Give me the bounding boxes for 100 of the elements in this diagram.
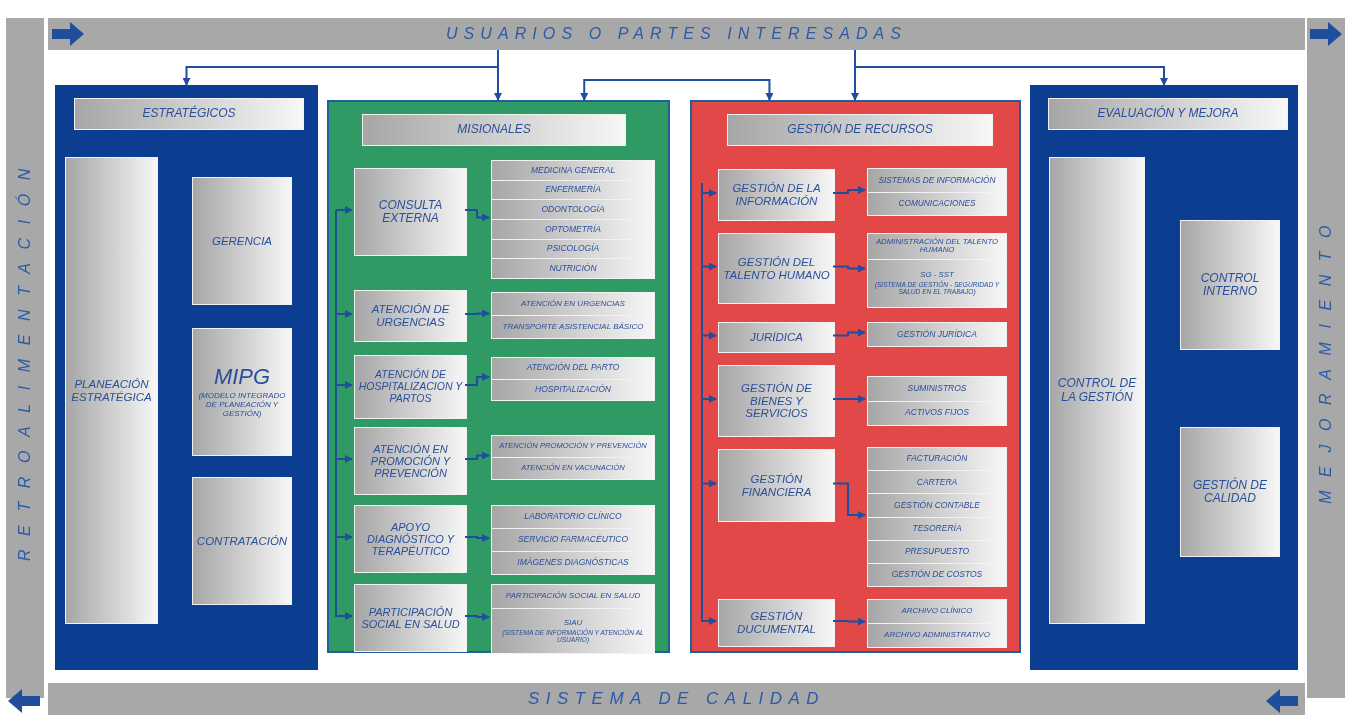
subprocess-list-box bbox=[491, 584, 655, 654]
box-label: GESTIÓN FINANCIERA bbox=[740, 472, 813, 499]
section-header-box bbox=[1048, 98, 1288, 130]
list-item: GESTIÓN DE COSTOS bbox=[891, 570, 983, 580]
list-item: CARTERA bbox=[916, 477, 958, 487]
box-label: ATENCIÓN DE HOSPITALIZACION Y PARTOS bbox=[357, 369, 464, 405]
box-label: CONTROL DE LA GESTIÓN bbox=[1056, 377, 1138, 404]
box-label: GESTIÓN DE RECURSOS bbox=[787, 123, 933, 137]
box-label: GESTIÓN DE CALIDAD bbox=[1192, 478, 1268, 506]
box-label: MIPG bbox=[213, 365, 271, 390]
list-item: MEDICINA GENERAL bbox=[530, 165, 616, 176]
box-label: ESTRATÉGICOS bbox=[142, 107, 236, 121]
box-label: PLANEACIÓN ESTRATÉGICA bbox=[70, 377, 153, 404]
connector-arrow bbox=[832, 482, 866, 519]
process-box bbox=[718, 599, 835, 647]
box-label: GESTIÓN DE BIENES Y SERVICIOS bbox=[740, 381, 813, 421]
list-item: SISTEMAS DE INFORMACIÓN bbox=[878, 175, 996, 185]
process-box bbox=[718, 233, 835, 304]
list-item: ENFERMERÍA bbox=[545, 185, 601, 195]
process-box bbox=[718, 322, 835, 353]
process-box bbox=[354, 355, 467, 419]
connector-arrow bbox=[701, 182, 717, 625]
banner-band bbox=[48, 18, 1305, 50]
band-label: SISTEMA DE CALIDAD bbox=[528, 689, 825, 709]
process-box bbox=[192, 177, 292, 305]
connector-arrow bbox=[580, 79, 774, 101]
process-box bbox=[718, 169, 835, 221]
box-label: CONTROL INTERNO bbox=[1199, 271, 1261, 299]
list-item: HOSPITALIZACIÓN bbox=[535, 385, 611, 395]
connector-arrow bbox=[464, 613, 490, 621]
subprocess-list-box bbox=[867, 233, 1007, 308]
connector-arrow bbox=[832, 328, 866, 337]
subprocess-list-box bbox=[491, 292, 655, 339]
subprocess-list-box bbox=[867, 376, 1007, 426]
list-item: SIAU bbox=[563, 618, 583, 628]
connector-arrow bbox=[832, 186, 866, 194]
box-label: CONSULTA EXTERNA bbox=[377, 198, 444, 226]
connector-arrow bbox=[832, 264, 866, 273]
band-label: RETROALIMENTACIÓN bbox=[16, 155, 34, 561]
process-box bbox=[192, 477, 292, 605]
box-label: PARTICIPACIÓN SOCIAL EN SALUD bbox=[360, 605, 461, 631]
band-label: MEJORAMIENTO bbox=[1317, 212, 1335, 504]
process-box bbox=[718, 449, 835, 522]
process-box bbox=[354, 168, 467, 256]
list-item: NUTRICIÓN bbox=[549, 263, 597, 274]
connector-arrow bbox=[464, 209, 490, 222]
list-item: IMÁGENES DIAGNÓSTICAS bbox=[517, 558, 629, 568]
list-item: ATENCIÓN DEL PARTO bbox=[526, 363, 620, 373]
box-label: EVALUACIÓN Y MEJORA bbox=[1097, 107, 1239, 121]
list-item: GESTIÓN CONTABLE bbox=[894, 500, 980, 511]
side-band bbox=[1307, 18, 1345, 698]
list-item: OPTOMETRÍA bbox=[544, 224, 601, 235]
connector-arrow bbox=[832, 395, 866, 403]
connector-arrow bbox=[494, 49, 502, 101]
list-item: ARCHIVO CLÍNICO bbox=[901, 607, 973, 616]
connector-arrow bbox=[464, 534, 490, 542]
section-header-box bbox=[362, 114, 626, 146]
subprocess-list-box bbox=[867, 322, 1007, 347]
process-box bbox=[1180, 220, 1280, 350]
list-item: GESTIÓN JURÍDICA bbox=[897, 329, 977, 340]
list-item: ODONTOLOGÍA bbox=[541, 204, 605, 215]
process-group-panel bbox=[1030, 85, 1298, 670]
process-box bbox=[354, 427, 467, 495]
subprocess-list-box bbox=[867, 599, 1007, 648]
subprocess-list-box bbox=[491, 435, 655, 480]
section-header-box bbox=[74, 98, 304, 130]
list-item: TESORERÍA bbox=[912, 523, 962, 534]
process-group-panel bbox=[55, 85, 318, 670]
connector-arrow bbox=[335, 206, 353, 214]
process-group-panel bbox=[327, 100, 670, 653]
process-group-panel bbox=[690, 100, 1021, 653]
process-box bbox=[1049, 157, 1145, 624]
connector-arrow bbox=[464, 309, 490, 318]
connector-arrow bbox=[854, 49, 1168, 86]
process-box bbox=[65, 157, 158, 624]
box-label: GESTIÓN DE LA INFORMACIÓN bbox=[731, 182, 822, 208]
list-item: PARTICIPACIÓN SOCIAL EN SALUD bbox=[505, 592, 641, 602]
list-item: COMUNICACIONES bbox=[898, 199, 976, 209]
list-item: SERVICIO FARMACÉUTICO bbox=[517, 535, 629, 545]
process-box bbox=[354, 290, 467, 342]
list-item: ATENCIÓN EN URGENCIAS bbox=[521, 299, 625, 309]
box-label: APOYO DIAGNÓSTICO Y TERAPÉUTICO bbox=[365, 520, 456, 558]
list-item: TRANSPORTE ASISTENCIAL BÁSICO bbox=[502, 322, 644, 332]
box-label: ATENCIÓN EN PROMOCIÓN Y PREVENCIÓN bbox=[369, 442, 452, 480]
box-label: GESTIÓN DEL TALENTO HUMANO bbox=[722, 255, 831, 282]
box-note: (MODELO INTEGRADO DE PLANEACIÓN Y GESTIÓN) bbox=[197, 391, 287, 419]
list-item: PSICOLOGÍA bbox=[546, 244, 600, 254]
box-label: ATENCIÓN DE URGENCIAS bbox=[370, 303, 451, 329]
subprocess-list-box bbox=[491, 357, 655, 401]
subprocess-list-box bbox=[867, 168, 1007, 216]
band-label: USUARIOS O PARTES INTERESADAS bbox=[445, 25, 908, 43]
box-label: GERENCIA bbox=[211, 234, 273, 248]
list-item: LABORATORIO CLÍNICO bbox=[524, 512, 622, 522]
process-box bbox=[192, 328, 292, 456]
box-label: CONTRATACIÓN bbox=[196, 534, 288, 548]
list-item: FACTURACIÓN bbox=[906, 454, 968, 464]
subprocess-list-box bbox=[491, 505, 655, 575]
process-box bbox=[1180, 427, 1280, 557]
subprocess-list-box bbox=[491, 160, 655, 279]
box-label: JURÍDICA bbox=[750, 331, 803, 344]
